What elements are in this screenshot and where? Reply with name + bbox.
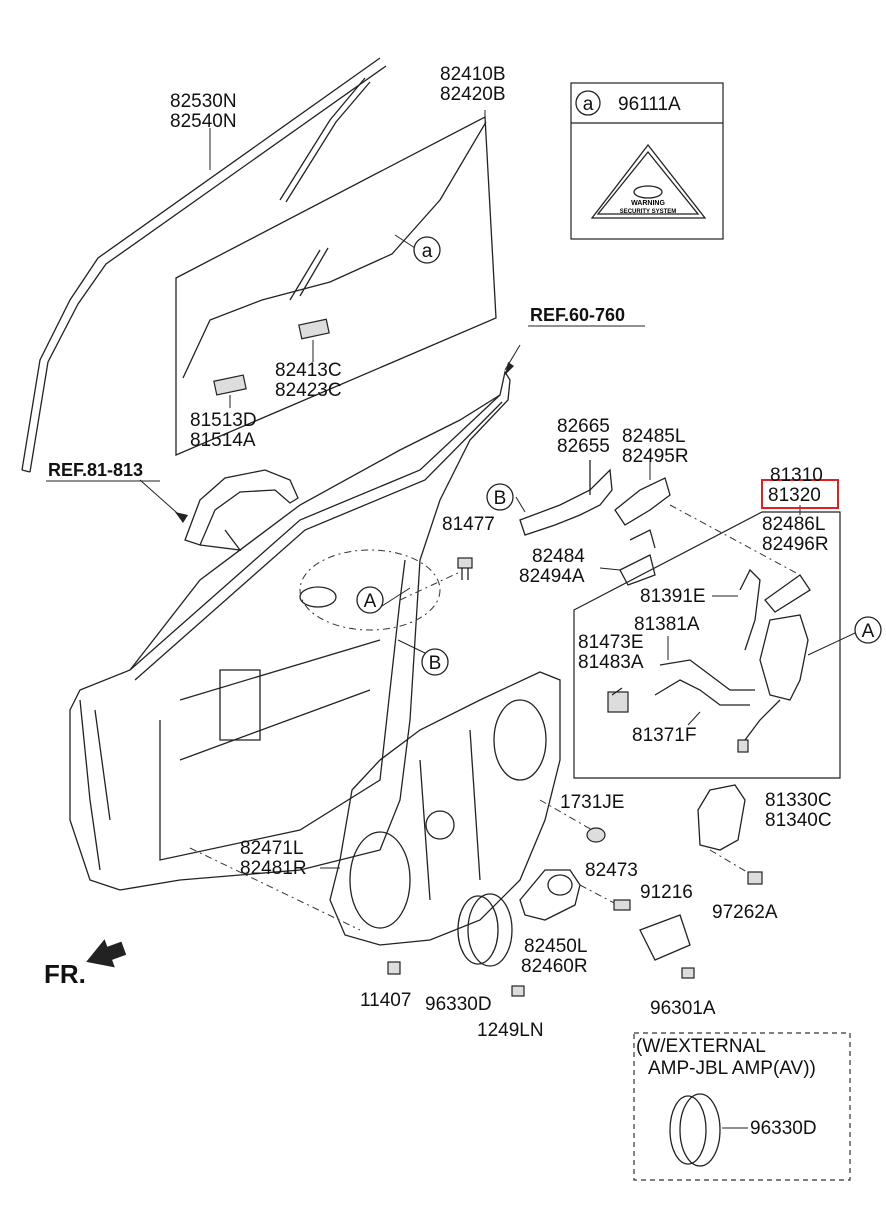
label-81483A: 81483A xyxy=(578,652,644,673)
door-moulding-part xyxy=(21,57,387,473)
grommet-1731JE-part xyxy=(586,827,606,843)
front-direction-arrow xyxy=(86,939,127,968)
label-81320: 81320 xyxy=(768,485,821,506)
latch-detail-box xyxy=(573,511,841,779)
label-81371F: 81371F xyxy=(632,725,696,746)
door-module-panel-part xyxy=(329,671,561,946)
clip-81473E-part xyxy=(607,687,629,713)
screw-11407-part xyxy=(387,961,401,975)
screw-1249LN-part xyxy=(511,985,525,997)
label-81514A: 81514A xyxy=(190,430,256,451)
callout-a-label: a xyxy=(583,94,594,115)
label-82420B: 82420B xyxy=(440,84,506,105)
label-82471L: 82471L xyxy=(240,838,303,859)
window-motor-part xyxy=(519,869,581,921)
label-81473E: 81473E xyxy=(578,632,644,653)
label-82481R: 82481R xyxy=(240,858,307,879)
label-82655: 82655 xyxy=(557,436,610,457)
label-82423C: 82423C xyxy=(275,380,342,401)
callout-a-glass: a xyxy=(413,236,441,264)
door-frame-part xyxy=(69,370,511,891)
label-11407: 11407 xyxy=(360,990,411,1011)
door-glass-part xyxy=(175,115,497,456)
callout-A-latch: A xyxy=(854,616,882,644)
label-81391E: 81391E xyxy=(640,586,706,607)
warning-text: WARNING xyxy=(631,200,665,207)
label-81310: 81310 xyxy=(770,465,823,486)
bracket-82485L-part xyxy=(614,477,671,526)
label-82494A: 82494A xyxy=(519,566,585,587)
screw-96301A-part xyxy=(681,967,695,979)
label-82495R: 82495R xyxy=(622,446,689,467)
label-82450L: 82450L xyxy=(524,936,587,957)
label-82665: 82665 xyxy=(557,416,610,437)
label-82530N: 82530N xyxy=(170,91,237,112)
label-82486L: 82486L xyxy=(762,514,825,535)
callout-a-box: a xyxy=(575,90,601,116)
label-96330D-ext: 96330D xyxy=(750,1118,817,1139)
label-82484: 82484 xyxy=(532,546,585,567)
label-82496R: 82496R xyxy=(762,534,829,555)
label-81513D: 81513D xyxy=(190,410,257,431)
label-96330D: 96330D xyxy=(425,994,492,1015)
external-amp-box xyxy=(633,1032,851,1181)
bolt-82473-part xyxy=(613,899,631,911)
label-91216: 91216 xyxy=(640,882,693,903)
label-97262A: 97262A xyxy=(712,902,778,923)
front-label: FR. xyxy=(44,959,86,989)
bracket-82484-part xyxy=(619,529,656,586)
ref-81-813: REF.81-813 xyxy=(48,460,143,480)
ref-60-760: REF.60-760 xyxy=(530,305,625,325)
label-detail-box xyxy=(570,82,724,240)
label-96111A: 96111A xyxy=(618,94,681,115)
label-82473: 82473 xyxy=(585,860,638,881)
label-82485L: 82485L xyxy=(622,426,685,447)
callout-B-bracket: B xyxy=(486,483,514,511)
bolt-81477-part xyxy=(457,557,473,580)
amp-unit-part xyxy=(639,914,691,961)
label-1249LN: 1249LN xyxy=(477,1020,544,1041)
label-82413C: 82413C xyxy=(275,360,342,381)
callout-a-label: a xyxy=(422,241,433,262)
bracket-82665-part xyxy=(519,460,613,536)
external-amp-note-line2: AMP-JBL AMP(AV)) xyxy=(648,1058,816,1079)
inside-handle-part xyxy=(697,784,746,851)
door-latch-part xyxy=(737,574,811,753)
label-82460R: 82460R xyxy=(521,956,588,977)
cable-81381A-part xyxy=(654,659,755,706)
callout-B-door: B xyxy=(421,648,449,676)
callout-B-label: B xyxy=(494,488,507,509)
outside-handle-part xyxy=(184,469,299,551)
label-81340C: 81340C xyxy=(765,810,832,831)
label-81330C: 81330C xyxy=(765,790,832,811)
callout-B-label: B xyxy=(429,653,442,674)
label-1731JE: 1731JE xyxy=(560,792,624,813)
external-amp-note-line1: (W/EXTERNAL xyxy=(636,1036,766,1057)
label-96301A: 96301A xyxy=(650,998,716,1019)
highlight-box xyxy=(761,479,839,509)
callout-A-label: A xyxy=(364,591,377,612)
cable-81391E-part xyxy=(739,568,761,651)
screw-97262A-part xyxy=(747,871,763,885)
callout-A-label: A xyxy=(862,621,875,642)
speaker-96330D-part xyxy=(457,893,513,967)
security-system-text: SECURITY SYSTEM xyxy=(620,209,677,215)
label-82540N: 82540N xyxy=(170,111,237,132)
label-82410B: 82410B xyxy=(440,64,506,85)
callout-A-door: A xyxy=(356,586,384,614)
label-81381A: 81381A xyxy=(634,614,700,635)
label-81477: 81477 xyxy=(442,514,495,535)
